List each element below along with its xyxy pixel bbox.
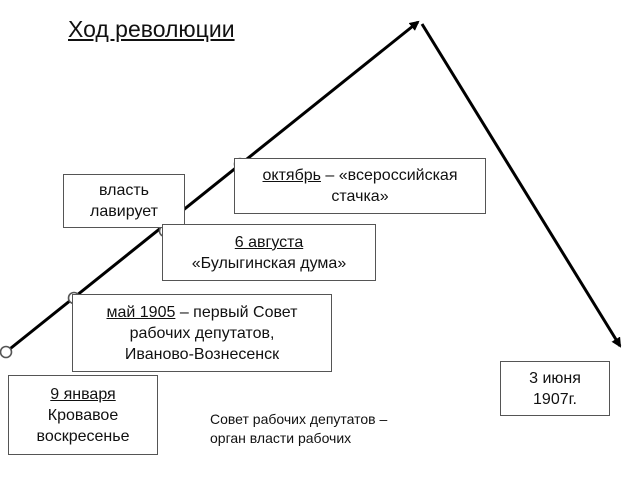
soviet-note-line2: орган власти рабочих — [210, 430, 352, 446]
event-date-october: октябрь — [262, 167, 321, 184]
event-box-aug6: 6 августа «Булыгинская дума» — [162, 224, 376, 281]
soviet-note: Совет рабочих депутатов – орган власти р… — [210, 410, 387, 448]
event-text-may1905-line2: рабочих депутатов, — [129, 324, 275, 342]
event-box-may1905: май 1905 – первый Совет рабочих депутато… — [72, 294, 332, 372]
event-box-october: октябрь – «всероссийская стачка» — [234, 158, 486, 214]
event-text-june3-line2: 1907г. — [533, 390, 577, 408]
event-text-jan9-line1: Кровавое — [47, 406, 119, 424]
event-text-power-line1: власть — [98, 182, 150, 199]
event-text-may1905-line1: – первый Совет — [175, 303, 298, 321]
fall-arrow — [420, 23, 622, 348]
marker-jan9 — [0, 345, 13, 359]
event-text-october-line1: – «всероссийская — [320, 167, 458, 184]
event-text-june3-line1: 3 июня — [529, 369, 581, 387]
event-date-aug6: 6 августа — [234, 233, 304, 251]
event-text-jan9-line2: воскресенье — [36, 427, 130, 445]
event-date-may1905: май 1905 — [106, 303, 176, 321]
event-text-may1905-line3: Иваново-Вознесенск — [124, 345, 280, 363]
event-date-jan9: 9 января — [50, 385, 116, 403]
event-box-june3: 3 июня 1907г. — [500, 361, 610, 416]
event-text-october-line2: стачка» — [331, 188, 389, 205]
soviet-note-line1: Совет рабочих депутатов – — [210, 411, 388, 427]
event-box-jan9: 9 января Кровавое воскресенье — [8, 375, 158, 455]
diagram-title: Ход революции — [68, 16, 235, 42]
event-text-power-line2: лавирует — [90, 203, 158, 220]
event-box-power: власть лавирует — [63, 174, 185, 228]
event-text-aug6-line2: «Булыгинская дума» — [191, 254, 347, 272]
